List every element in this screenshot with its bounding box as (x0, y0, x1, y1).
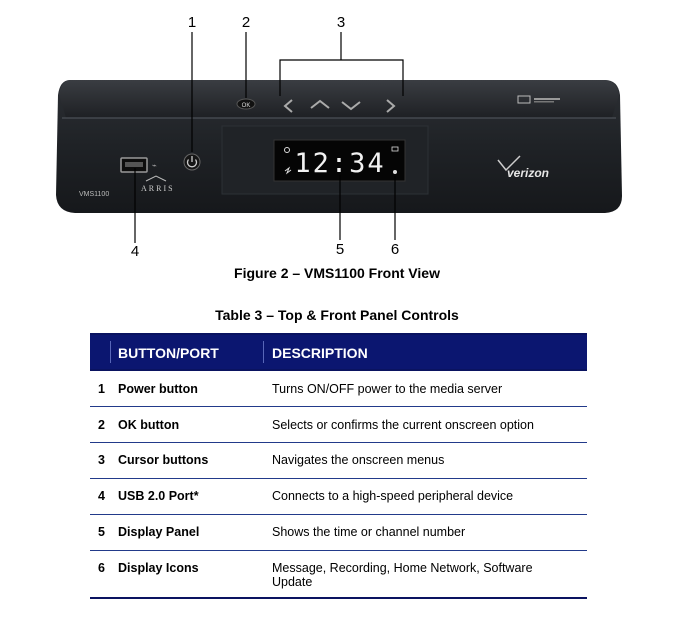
dolby-logo-icon (517, 95, 531, 104)
callout-1: 1 (187, 14, 197, 31)
display-time: 12:34 (294, 148, 385, 179)
row-name: Display Icons (118, 561, 199, 575)
arris-logo: ARRIS (141, 184, 175, 193)
verizon-logo: verizon (507, 166, 549, 180)
row-number: 1 (98, 382, 105, 396)
row-description: Selects or confirms the current onscreen… (272, 418, 534, 432)
callout-2: 2 (241, 14, 251, 31)
software-update-icon (284, 166, 292, 175)
cursor-up-icon (310, 99, 330, 109)
cursor-right-icon (386, 99, 396, 113)
figure-caption: Figure 2 – VMS1100 Front View (234, 265, 440, 281)
row-number: 2 (98, 418, 105, 432)
power-icon (186, 159, 198, 168)
callout-6: 6 (390, 241, 400, 258)
row-number: 3 (98, 453, 105, 467)
message-icon (391, 146, 399, 152)
model-label: VMS1100 (79, 191, 109, 198)
row-number: 5 (98, 525, 105, 539)
row-name: Cursor buttons (118, 453, 209, 467)
device-top-panel (59, 80, 619, 118)
row-description: Connects to a high-speed peripheral devi… (272, 489, 514, 503)
table-header: BUTTON/PORT DESCRIPTION (90, 333, 587, 371)
display-panel (273, 139, 406, 182)
device-front-illustration: OK ⌁ VMS1100 ARRIS 12:34 verizon (56, 32, 622, 243)
header-description: DESCRIPTION (272, 345, 368, 361)
callout-3: 3 (336, 14, 346, 31)
table-caption: Table 3 – Top & Front Panel Controls (215, 307, 459, 323)
row-number: 4 (98, 489, 105, 503)
device-figure: OK ⌁ VMS1100 ARRIS 12:34 verizon (0, 0, 674, 262)
row-number: 6 (98, 561, 105, 575)
row-name: USB 2.0 Port* (118, 489, 199, 503)
row-description: Shows the time or channel number (272, 525, 466, 539)
row-name: Power button (118, 382, 198, 396)
row-name: Display Panel (118, 525, 200, 539)
svg-text:OK: OK (242, 103, 251, 109)
header-button-port: BUTTON/PORT (118, 345, 219, 361)
controls-table: BUTTON/PORT DESCRIPTION 1 Power button T… (90, 333, 587, 599)
callout-5: 5 (335, 241, 345, 258)
row-description: Turns ON/OFF power to the media server (272, 382, 503, 396)
table-row: 1 Power button Turns ON/OFF power to the… (90, 371, 587, 407)
row-description: Navigates the onscreen menus (272, 453, 445, 467)
usb-symbol-icon: ⌁ (152, 161, 157, 170)
table-row: 3 Cursor buttons Navigates the onscreen … (90, 443, 587, 479)
row-name: OK button (118, 418, 180, 432)
table-row: 6 Display Icons Message, Recording, Home… (90, 551, 587, 599)
recording-icon (393, 170, 397, 174)
callout-4: 4 (130, 243, 140, 260)
home-network-icon (284, 147, 290, 153)
cursor-left-icon (283, 99, 293, 113)
table-row: 4 USB 2.0 Port* Connects to a high-speed… (90, 479, 587, 515)
table-row: 2 OK button Selects or confirms the curr… (90, 407, 587, 443)
table-row: 5 Display Panel Shows the time or channe… (90, 515, 587, 551)
row-description: Message, Recording, Home Network, Softwa… (272, 561, 533, 589)
ok-button-icon (236, 98, 256, 110)
cursor-down-icon (341, 101, 361, 111)
verizon-check-icon (497, 155, 521, 172)
